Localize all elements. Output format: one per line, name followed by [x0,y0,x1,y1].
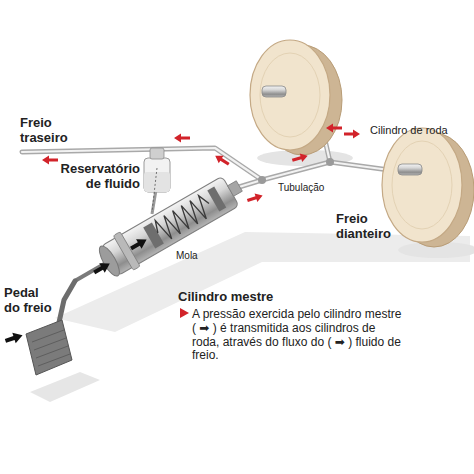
flow-arrow [213,152,231,168]
part-label: Freio dianteiro [336,212,406,242]
piston [207,187,226,212]
cylinder-body [101,176,239,275]
pedal-pad [26,320,72,375]
flow-arrow [42,156,58,165]
pressure-arrow [128,235,149,254]
pipe-junction [326,158,334,166]
callout-heading: Cilindro mestre [178,290,378,305]
brake-drum-ring [260,53,320,137]
reservoir-fluid [144,172,170,192]
part-label: Mola [176,250,216,262]
cylinder-outlet [228,181,243,196]
cylinder-flange [113,232,140,271]
cylinder-end [96,243,123,278]
part-label: Tubulação [278,182,348,194]
brake-drum-ring [392,141,452,229]
flow-arrow [291,151,309,164]
spring [152,193,215,243]
pedal-shadow [30,372,100,402]
callout-bullet [180,308,189,318]
fluid-reservoir [144,158,170,192]
rear-pipe [22,148,262,180]
flow-arrow [174,134,190,143]
part-label: Reservatório de fluido [52,162,140,192]
callout-text: A pressão exercida pelo cilindro mestre … [192,308,402,363]
brake-drum-face [382,128,462,242]
part-label: Freio traseiro [20,116,80,146]
pipe-junction [258,176,266,184]
flow-arrow [246,191,264,205]
wheel-cylinder [398,164,422,175]
reservoir-cap [150,148,164,159]
force-arrow [4,330,25,346]
flow-arrow [344,130,360,139]
part-label: Pedal do freio [4,286,56,316]
brake-drum-face [250,40,330,150]
force-arrow [91,259,112,278]
part-label: Cilindro de roda [370,124,470,137]
wheel-cylinder [262,86,286,97]
pedal-rib [38,354,70,366]
flow-arrow [326,124,342,133]
pedal-ribs [32,330,70,366]
reservoir-line [152,168,157,212]
rear-pipe-highlight [22,148,262,180]
